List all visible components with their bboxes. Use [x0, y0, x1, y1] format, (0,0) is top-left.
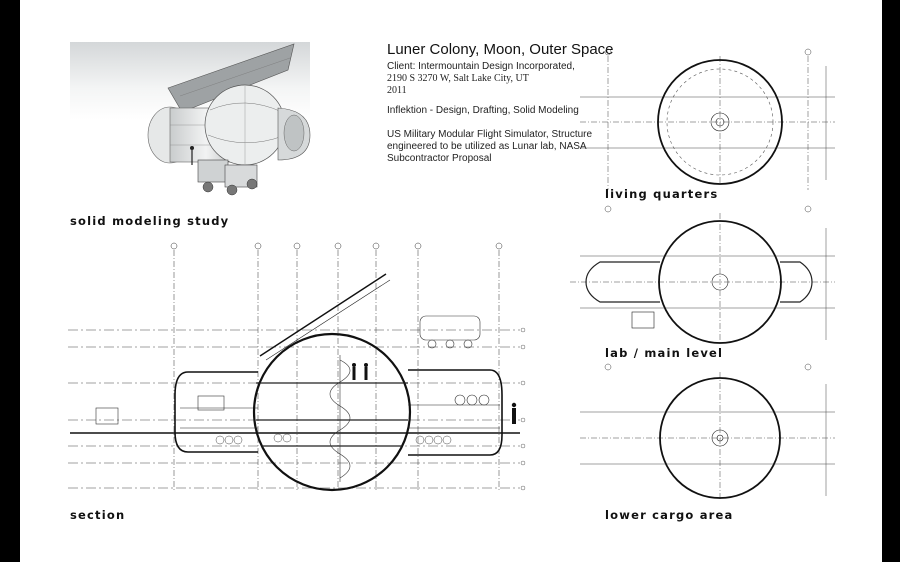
label-lab-main-level: lab / main level [605, 346, 724, 360]
project-title: Luner Colony, Moon, Outer Space [387, 41, 614, 58]
client-address: 2190 S 3270 W, Salt Lake City, UT [387, 73, 529, 84]
section-drawing [68, 242, 526, 492]
label-section: section [70, 508, 126, 522]
drawing-sheet: Luner Colony, Moon, Outer Space Client: … [20, 0, 882, 562]
project-year: 2011 [387, 85, 407, 96]
lab-main-level-plan [570, 205, 835, 345]
lower-cargo-area-plan [580, 363, 835, 500]
label-lower-cargo-area: lower cargo area [605, 508, 734, 522]
label-solid-modeling-study: solid modeling study [70, 214, 230, 228]
label-living-quarters: living quarters [605, 187, 719, 201]
project-description: US Military Modular Flight Simulator, St… [387, 129, 593, 164]
firm-services: Inflektion - Design, Drafting, Solid Mod… [387, 105, 579, 116]
living-quarters-plan [580, 48, 835, 190]
client-line: Client: Intermountain Design Incorporate… [387, 61, 575, 72]
